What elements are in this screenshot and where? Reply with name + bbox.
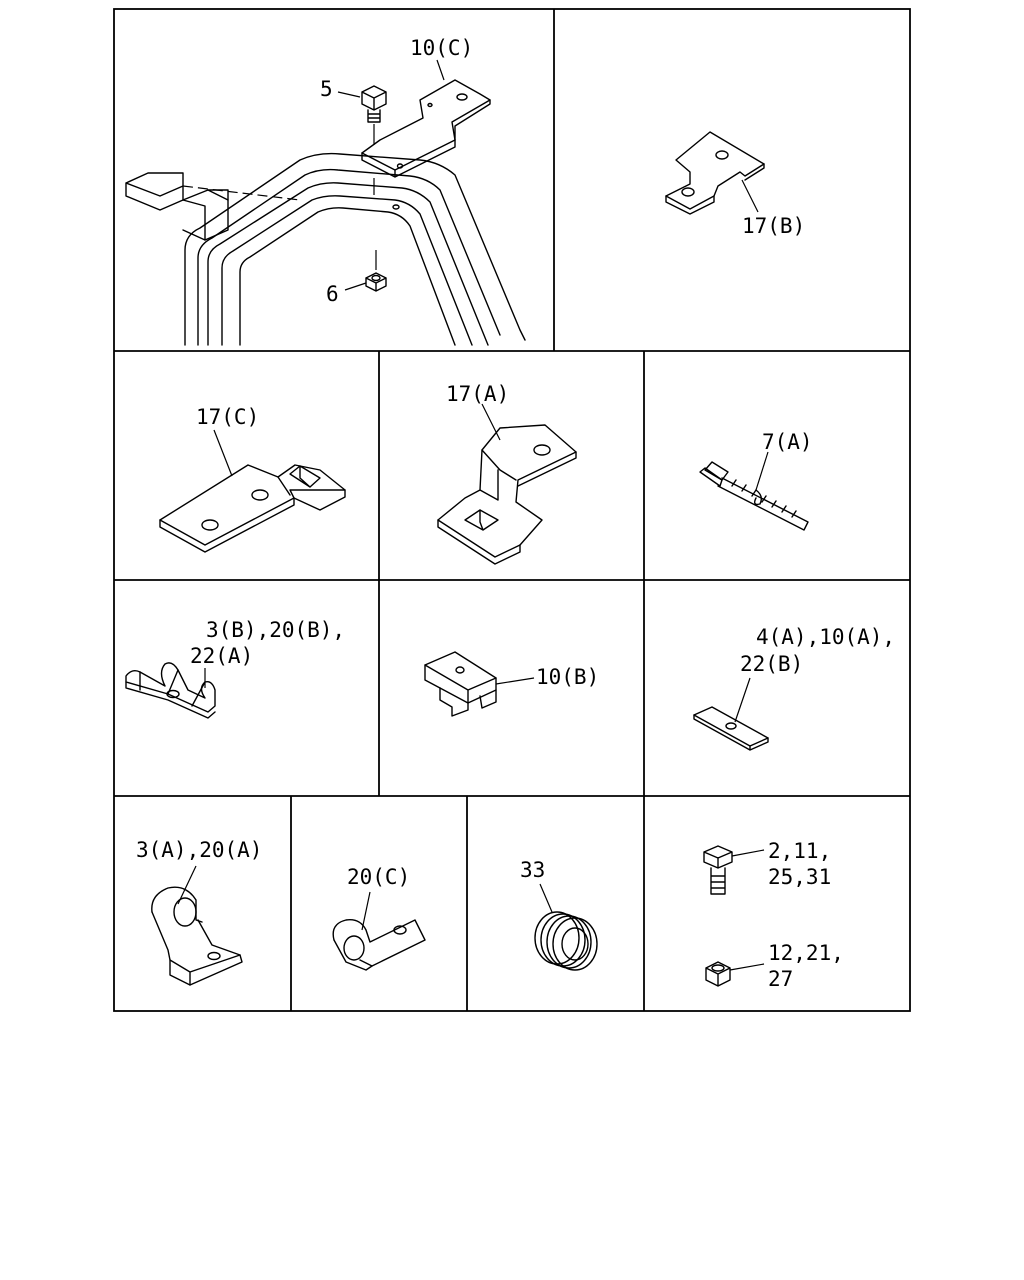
label-part-4a-line1: 4(A),10(A), bbox=[756, 625, 895, 649]
label-part-17a: 17(A) bbox=[446, 382, 509, 406]
diagram-grid bbox=[113, 8, 911, 1012]
cell-bracket-17c: 17(C) bbox=[159, 405, 346, 553]
label-part-3a: 3(A),20(A) bbox=[136, 838, 262, 862]
cell-frame-assembly: 10(C) 5 6 bbox=[125, 36, 526, 346]
label-part-17c: 17(C) bbox=[196, 405, 259, 429]
label-part-5: 5 bbox=[320, 77, 333, 101]
label-part-3b-line2: 22(A) bbox=[190, 644, 253, 668]
label-part-10c: 10(C) bbox=[410, 36, 473, 60]
label-part-17b: 17(B) bbox=[742, 214, 805, 238]
cell-bracket-10b: 10(B) bbox=[424, 651, 599, 717]
cell-bracket-17a: 17(A) bbox=[437, 382, 577, 565]
label-part-4a-line2: 22(B) bbox=[740, 652, 803, 676]
label-part-nut-line1: 12,21, bbox=[768, 941, 844, 965]
cell-clip-20c: 20(C) bbox=[332, 865, 426, 971]
cell-clamp-3a: 3(A),20(A) bbox=[136, 838, 262, 986]
label-part-10b: 10(B) bbox=[536, 665, 599, 689]
cell-bracket-17b: 17(B) bbox=[665, 131, 805, 238]
cell-bolt-and-nut: 2,11, 25,31 12,21, 27 bbox=[703, 839, 844, 991]
cell-plate-4a: 4(A),10(A), 22(B) bbox=[693, 625, 895, 751]
label-part-bolt-line2: 25,31 bbox=[768, 865, 831, 889]
label-part-20c: 20(C) bbox=[347, 865, 410, 889]
cell-cable-tie-7a: 7(A) bbox=[699, 430, 813, 531]
cell-clip-3b: 3(B),20(B), 22(A) bbox=[125, 618, 345, 719]
cell-grommet-33: 33 bbox=[520, 858, 598, 971]
label-part-3b-line1: 3(B),20(B), bbox=[206, 618, 345, 642]
label-part-nut-line2: 27 bbox=[768, 967, 793, 991]
label-part-33: 33 bbox=[520, 858, 545, 882]
label-part-7a: 7(A) bbox=[762, 430, 813, 454]
label-part-6: 6 bbox=[326, 282, 339, 306]
label-part-bolt-line1: 2,11, bbox=[768, 839, 831, 863]
